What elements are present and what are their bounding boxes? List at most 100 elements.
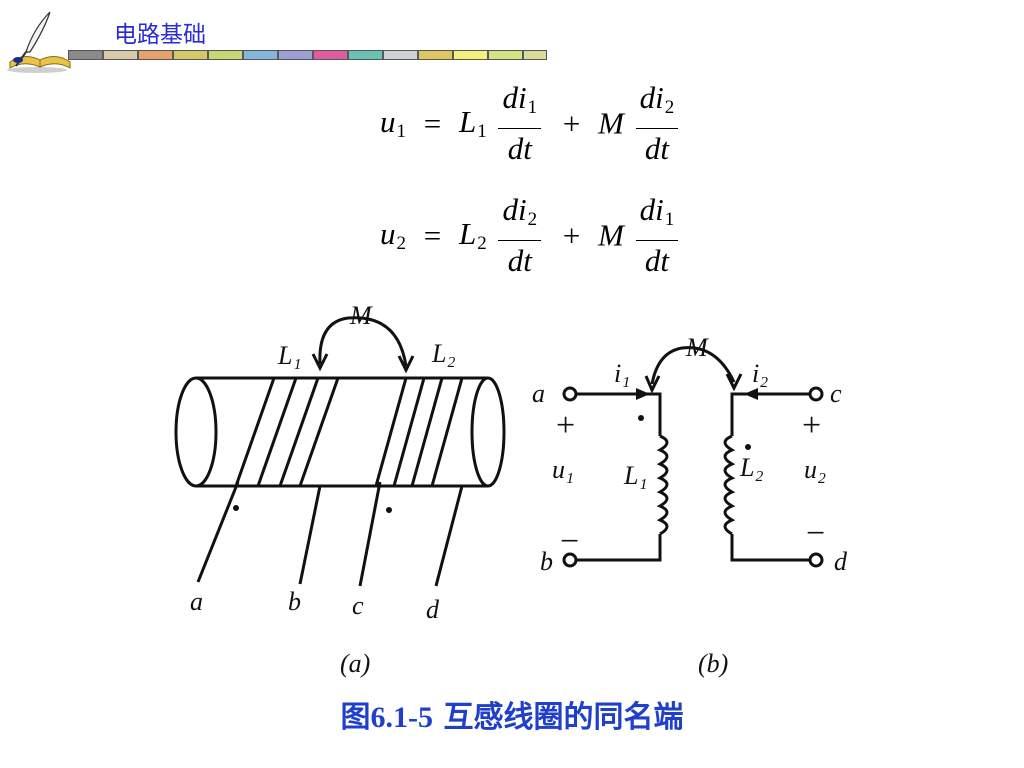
label-b-terminal-d: d [834, 547, 848, 576]
winding-l2 [374, 377, 464, 487]
terminal-node-c [808, 386, 824, 402]
eq2-lhs-var: u [380, 216, 396, 251]
eq1-frac2-num: di [639, 80, 664, 115]
lead-b [298, 485, 322, 585]
header-bar-segment [349, 51, 384, 59]
eq1-coef-var: L [458, 104, 477, 139]
dot-marker-b-right [745, 444, 751, 450]
quill-book-logo-icon [7, 11, 71, 73]
eq1-coef-sub: 1 [477, 121, 487, 142]
caption-number: 6.1-5 [370, 701, 434, 734]
eq2-frac1-num: di [502, 192, 527, 227]
eq1-frac2-num-sub: 2 [664, 97, 675, 118]
mutual-arrow-a-left [311, 353, 329, 372]
header-bar-segment [524, 51, 546, 59]
diagram-a-coils [174, 376, 506, 587]
mutual-arrow-a-right [397, 355, 415, 374]
header-bar-segment [419, 51, 454, 59]
eq2-mutual: M [598, 217, 624, 253]
caption-text: 互感线圈的同名端 [433, 700, 684, 735]
eq2-frac1-num-sub: 2 [527, 209, 538, 230]
label-b-terminal-c: c [830, 379, 842, 408]
lead-c [358, 481, 382, 587]
header-title: 电路基础 [114, 22, 206, 48]
eq1-mutual: M [598, 105, 624, 141]
caption-prefix: 图 [340, 700, 371, 735]
polarity-minus-right: − [806, 515, 825, 552]
eq2-equals: = [423, 217, 442, 253]
wire-left-top [576, 392, 662, 436]
eq2-plus: + [562, 217, 581, 253]
label-terminal-b: b [288, 587, 301, 616]
eq2-fraction-1: di2 dt [498, 190, 542, 281]
label-figure-a: (a) [340, 649, 370, 678]
polarity-minus-left: − [560, 523, 579, 560]
eq1-frac1-num-sub: 1 [527, 97, 538, 118]
label-terminal-d: d [426, 595, 440, 624]
coil-l1-symbol [656, 434, 669, 536]
winding-l1 [234, 377, 340, 487]
label-b-mutual: M [685, 333, 709, 362]
eq1-lhs-sub: 1 [396, 121, 407, 142]
dot-marker-c [386, 507, 392, 513]
wire-right-bottom [730, 534, 810, 562]
header-bar-segment [279, 51, 314, 59]
eq2-fraction-2: di1 dt [635, 190, 679, 281]
lead-d [434, 485, 464, 587]
cylinder-end-right [470, 376, 506, 488]
header-bar-segment [489, 51, 524, 59]
eq1-fraction-2: di2 dt [635, 78, 679, 169]
label-b-terminal-a: a [532, 379, 545, 408]
eq2-lhs-sub: 2 [396, 233, 407, 254]
wire-left-bottom [576, 534, 662, 562]
mutual-arrow-b-left [644, 375, 661, 394]
label-terminal-a: a [190, 587, 203, 616]
dot-marker-a [233, 505, 239, 511]
current-arrow-i2 [744, 388, 758, 400]
label-b-coil2: L₂ [739, 453, 764, 482]
terminal-node-a [562, 386, 578, 402]
equation-u1: u1 = L1 di1 dt + M di2 dt [380, 78, 682, 169]
header-bar-segment [174, 51, 209, 59]
header-bar-segment [244, 51, 279, 59]
equation-u2: u2 = L2 di2 dt + M di1 dt [380, 190, 682, 281]
current-arrow-i1 [636, 388, 650, 400]
label-voltage-u1: u₁ [552, 455, 574, 484]
label-terminal-c: c [352, 591, 364, 620]
dot-marker-b-left [638, 415, 644, 421]
label-b-coil1: L₁ [623, 461, 648, 490]
eq1-lhs-var: u [380, 104, 396, 139]
eq1-frac1-num: di [502, 80, 527, 115]
eq2-coef-sub: 2 [477, 233, 487, 254]
polarity-plus-right: + [802, 407, 821, 444]
label-current-i2: i₂ [752, 359, 768, 388]
label-current-i1: i₁ [614, 359, 630, 388]
header-bar-segment [139, 51, 174, 59]
eq2-frac2-num: di [639, 192, 664, 227]
eq1-equals: = [423, 105, 442, 141]
mutual-arc-b [650, 346, 736, 385]
label-voltage-u2: u₂ [804, 455, 826, 484]
eq2-coef-var: L [458, 216, 477, 251]
label-a-coil1: L₁ [277, 341, 302, 370]
eq1-frac1-den: dt [507, 131, 532, 166]
diagram-b-circuit [562, 346, 824, 568]
eq1-plus: + [562, 105, 581, 141]
eq1-fraction-1: di1 dt [498, 78, 542, 169]
header-bar-segment [104, 51, 139, 59]
coil-l2-symbol [723, 434, 736, 536]
header-bar-segment [454, 51, 489, 59]
label-a-mutual: M [349, 301, 373, 330]
lead-a [196, 481, 240, 583]
polarity-plus-left: + [556, 407, 575, 444]
label-figure-b: (b) [698, 649, 728, 678]
mutual-inductance-diagram: M L₁ L₂ a b c d (a) M i₁ i₂ a b c [174, 301, 848, 678]
header-bar-segment [384, 51, 419, 59]
wire-right-top [730, 392, 810, 436]
eq2-frac1-den: dt [507, 243, 532, 278]
label-a-coil2: L₂ [431, 339, 456, 368]
mutual-arc-a [318, 316, 408, 367]
header-bar-segment [69, 51, 104, 59]
figure-caption: 图6.1-5 互感线圈的同名端 [0, 692, 1024, 736]
header-bar-segment [314, 51, 349, 59]
